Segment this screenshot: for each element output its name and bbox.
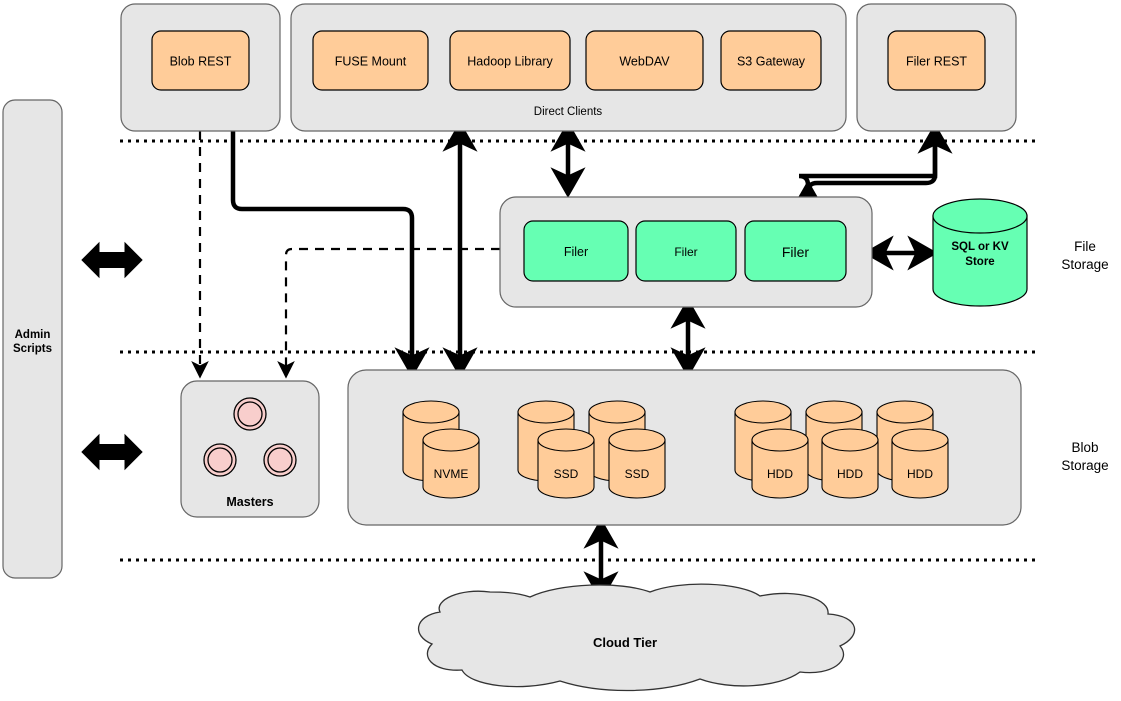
fuse-mount-box xyxy=(312,30,429,91)
file-storage-label-line1: File xyxy=(1074,239,1096,254)
master-node-3 xyxy=(263,443,297,477)
webdav-label: WebDAV xyxy=(619,55,670,69)
cloud-tier-label: Cloud Tier xyxy=(593,635,657,650)
file-storage-label-line2: Storage xyxy=(1061,257,1108,272)
connector-blobrest-to-volumes xyxy=(230,131,430,378)
nvme-disk-front: NVME xyxy=(422,428,480,499)
sql-or-kv-store-label-line1: SQL or KV xyxy=(951,241,1009,253)
blob-rest-box xyxy=(151,30,250,91)
sql-or-kv-store-cylinder[interactable]: SQL or KV Store xyxy=(932,198,1028,307)
master-node-2 xyxy=(203,443,237,477)
ssd-disk-front-1: SSD xyxy=(537,428,595,499)
admin-scripts-label-line1: Admin xyxy=(15,329,51,341)
hdd-disk-front-1: HDD xyxy=(751,428,809,499)
blob-rest-label: Blob REST xyxy=(170,55,232,69)
nvme-label: NVME xyxy=(434,467,469,481)
admin-to-filer-arrow xyxy=(81,241,143,279)
hdd-label-2: HDD xyxy=(837,467,863,481)
admin-scripts-panel[interactable]: Admin Scripts xyxy=(2,99,63,579)
volume-servers-group[interactable]: NVME SSD xyxy=(347,369,1022,526)
filer-box-2 xyxy=(635,220,737,282)
hadoop-library-box xyxy=(449,30,571,91)
file-storage-tier-label: File Storage xyxy=(1061,239,1108,272)
direct-clients-group[interactable]: FUSE Mount Hadoop Library WebDAV S3 Gate… xyxy=(290,3,847,132)
hdd-group[interactable]: HDD HDD HDD xyxy=(734,400,949,499)
ssd-label-1: SSD xyxy=(554,467,579,481)
filer-cluster-group[interactable]: Filer Filer Filer xyxy=(499,196,873,308)
admin-to-masters-arrow xyxy=(81,433,143,471)
master-node-1 xyxy=(233,397,267,431)
blob-storage-tier-label: Blob Storage xyxy=(1061,440,1108,473)
fuse-mount-label: FUSE Mount xyxy=(335,55,407,69)
webdav-box xyxy=(585,30,704,91)
hdd-disk-front-2: HDD xyxy=(821,428,879,499)
blob-storage-label-line2: Storage xyxy=(1061,458,1108,473)
blob-storage-label-line1: Blob xyxy=(1071,440,1098,455)
filer-box-1 xyxy=(523,220,629,282)
s3-gateway-box xyxy=(720,30,822,91)
hdd-label-3: HDD xyxy=(907,467,933,481)
ssd-disk-front-2: SSD xyxy=(608,428,666,499)
hdd-label-1: HDD xyxy=(767,467,793,481)
sql-or-kv-store-label-line2: Store xyxy=(965,256,994,268)
admin-scripts-label-line2: Scripts xyxy=(13,343,52,355)
filer-rest-label: Filer REST xyxy=(906,55,967,69)
masters-label: Masters xyxy=(226,495,273,509)
hdd-disk-front-3: HDD xyxy=(891,428,949,499)
connector-filerrest-to-filers xyxy=(790,123,953,211)
filer-label-1: Filer xyxy=(564,245,588,259)
ssd-label-2: SSD xyxy=(625,467,650,481)
ssd-group[interactable]: SSD SSD xyxy=(517,400,666,499)
connector-filergroup-to-masters xyxy=(277,247,500,379)
filer-label-3: Filer xyxy=(782,244,810,260)
direct-clients-caption: Direct Clients xyxy=(534,106,603,118)
blob-rest-group[interactable]: Blob REST xyxy=(120,3,281,132)
masters-group[interactable]: Masters xyxy=(180,380,320,518)
filer-box-3 xyxy=(744,220,847,282)
filer-rest-box xyxy=(887,30,986,91)
s3-gateway-label: S3 Gateway xyxy=(737,55,806,69)
hadoop-library-label: Hadoop Library xyxy=(467,55,553,69)
filer-rest-group[interactable]: Filer REST xyxy=(856,3,1017,132)
cloud-tier-group[interactable]: Cloud Tier xyxy=(417,583,856,692)
filer-label-2: Filer xyxy=(674,245,697,259)
nvme-group[interactable]: NVME xyxy=(402,400,480,499)
